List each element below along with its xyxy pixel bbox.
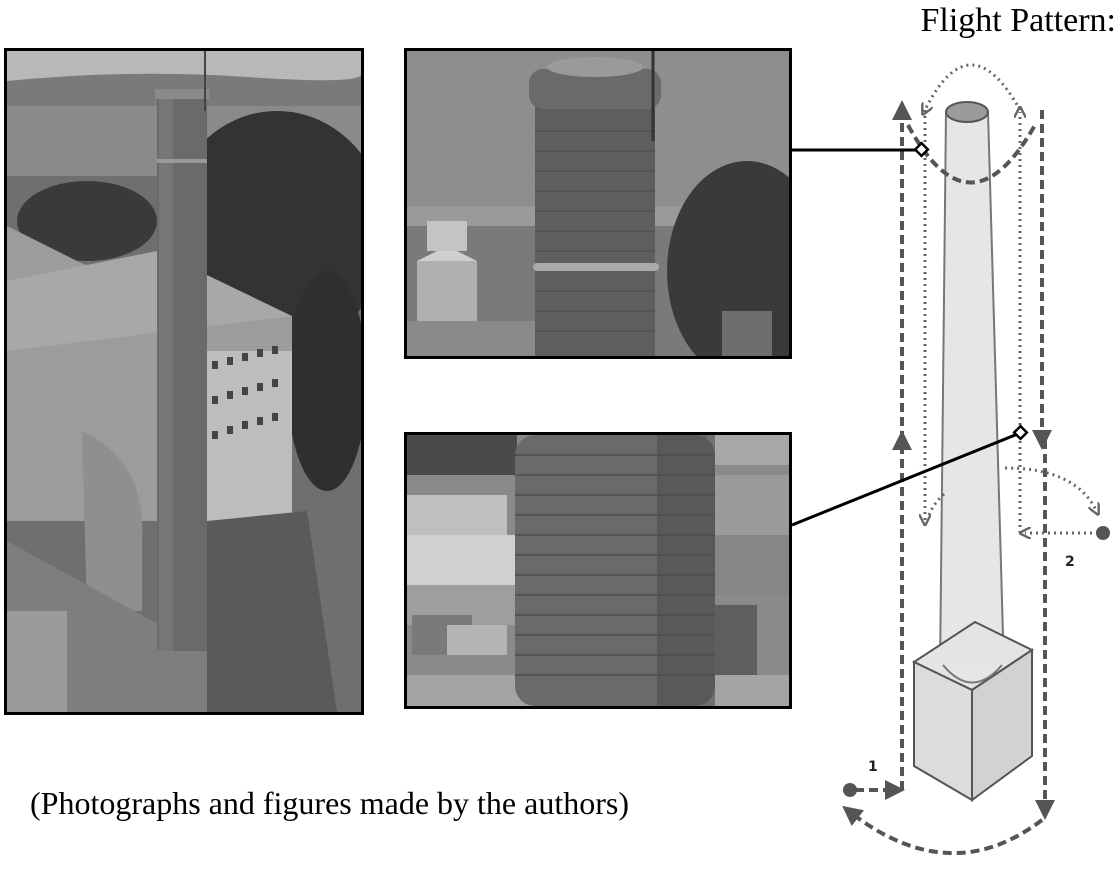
flight-path-2 <box>925 63 1098 533</box>
flight-path-1 <box>842 100 1055 855</box>
photo-chimney-overview <box>4 48 364 715</box>
chimney-top-image <box>407 51 789 356</box>
photo-chimney-shaft-detail <box>404 432 792 709</box>
chimney-illustration <box>911 101 1035 802</box>
chimney-overview-image <box>7 51 361 712</box>
diagram-title: Flight Pattern: <box>920 2 1117 39</box>
photo-chimney-top <box>404 48 792 359</box>
path-label-2: 2 <box>1065 554 1075 570</box>
path-label-1: 1 <box>868 759 878 775</box>
start-point-1 <box>843 783 857 797</box>
callout-top <box>792 141 930 158</box>
figure-caption: (Photographs and figures made by the aut… <box>30 785 629 821</box>
start-point-2 <box>1096 526 1110 540</box>
chimney-shaft-detail-image <box>407 435 789 706</box>
callout-detail <box>791 424 1029 527</box>
